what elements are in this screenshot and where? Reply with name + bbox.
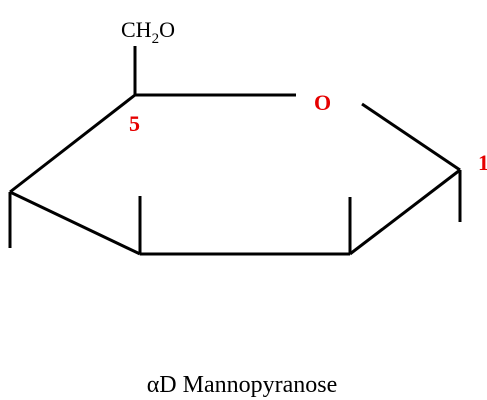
carbon-1-label: 1 — [478, 150, 487, 175]
ch2o-suffix: O — [159, 17, 175, 42]
ch2o-label: CH2O — [121, 17, 175, 47]
ch2o-subscript: 2 — [152, 31, 160, 47]
ch2o-prefix: CH — [121, 17, 152, 42]
bond-c2-c1 — [349, 168, 461, 256]
bond-ring-oxygen-c1 — [361, 102, 461, 172]
diagram-caption: αD Mannopyranose — [147, 372, 338, 398]
bond-c4-c3 — [9, 190, 141, 256]
ring-oxygen-label: O — [314, 90, 331, 115]
carbon-5-label: 5 — [129, 111, 140, 136]
bond-c5-c4 — [9, 93, 136, 194]
